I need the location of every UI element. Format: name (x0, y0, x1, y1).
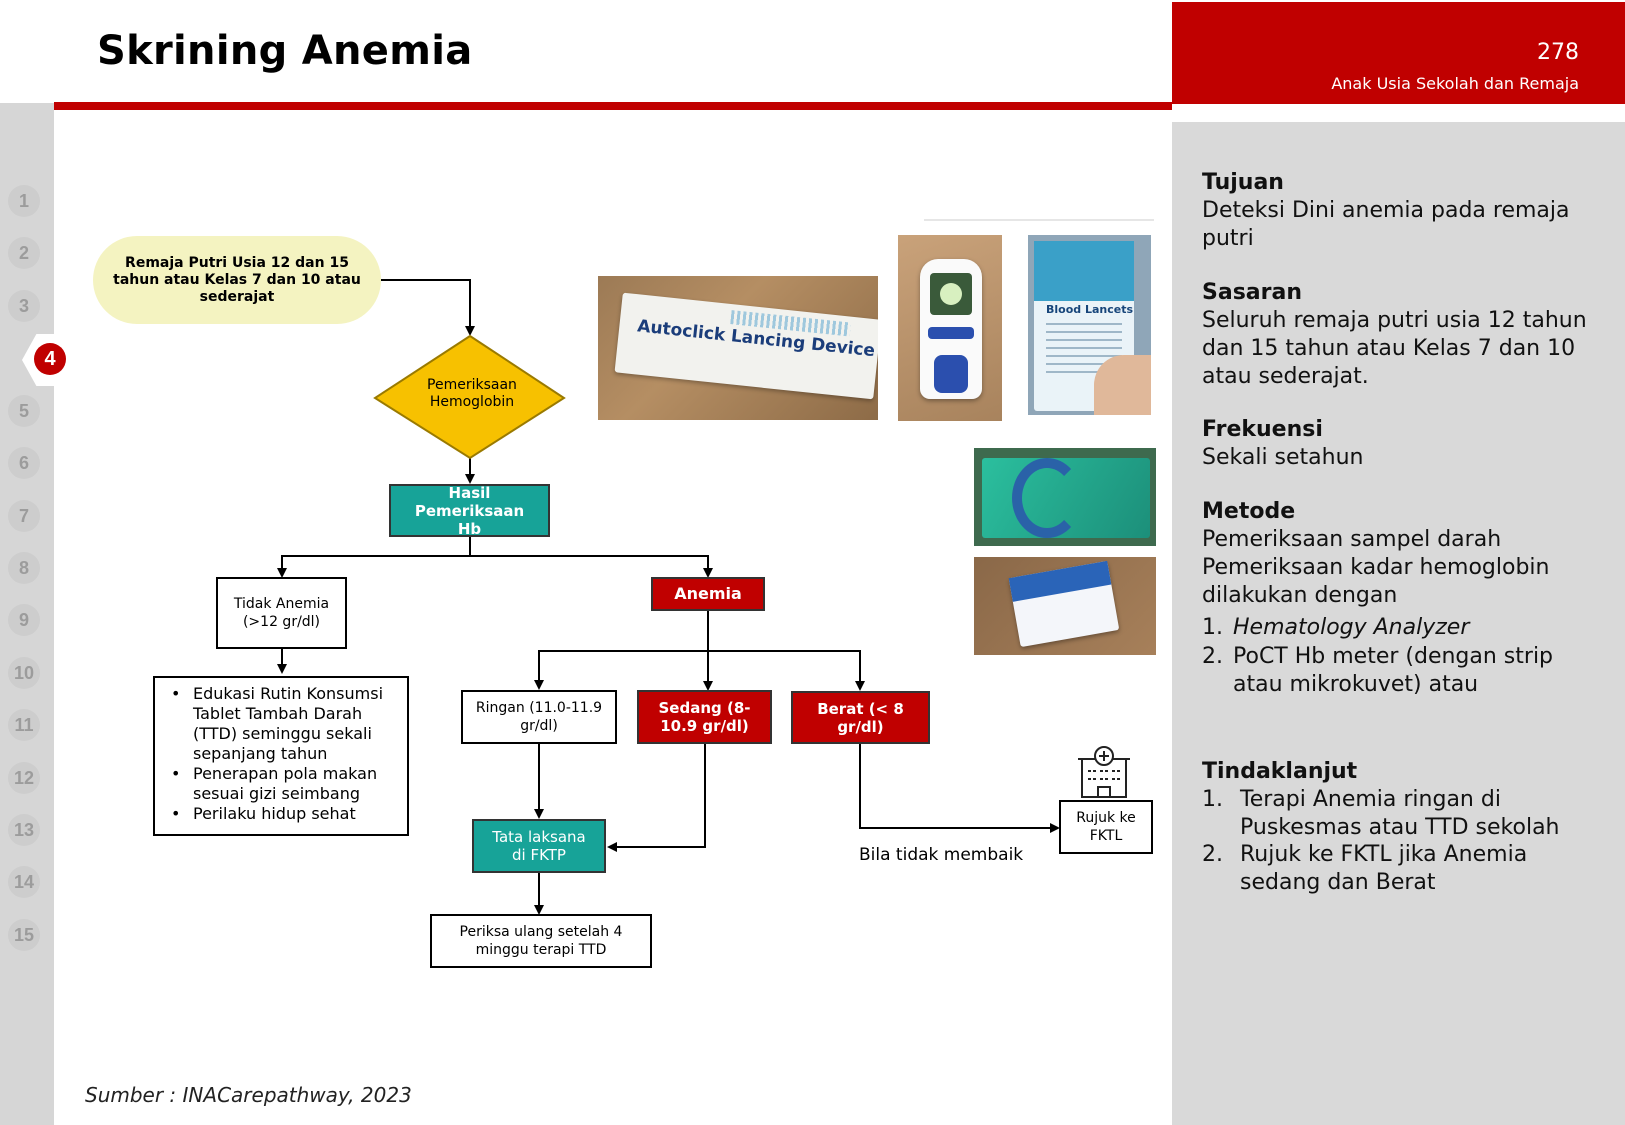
nav-item-7[interactable]: 7 (8, 500, 40, 532)
moderate-anemia-node: Sedang (8-10.9 gr/dl) (637, 690, 772, 744)
nav-item-11[interactable]: 11 (8, 709, 40, 741)
tujuan-heading: Tujuan (1202, 170, 1284, 195)
nav-item-1[interactable]: 1 (8, 185, 40, 217)
frekuensi-heading: Frekuensi (1202, 417, 1323, 442)
metode-heading: Metode (1202, 499, 1296, 524)
nav-item-8[interactable]: 8 (8, 552, 40, 584)
education-item: Penerapan pola makan sesuai gizi seimban… (169, 764, 397, 804)
education-item: Edukasi Rutin Konsumsi Tablet Tambah Dar… (169, 684, 397, 764)
result-hb-node: Hasil Pemeriksaan Hb (389, 484, 550, 538)
page-title: Skrining Anemia (97, 28, 473, 74)
tindak-item-1: Terapi Anemia ringan di Puskesmas atau T… (1240, 787, 1560, 840)
hb-meter-photo (898, 235, 1002, 421)
tindak-number-2: 2. (1202, 842, 1223, 867)
metode-text: Pemeriksaan sampel darah Pemeriksaan kad… (1202, 527, 1550, 608)
blood-lancets-photo: Blood Lancets (1028, 235, 1151, 415)
treatment-fktp-node: Tata laksana di FKTP (472, 819, 606, 873)
page-number: 278 (1537, 40, 1579, 65)
nav-item-15[interactable]: 15 (8, 919, 40, 951)
mild-anemia-node: Ringan (11.0-11.9 gr/dl) (461, 690, 617, 744)
nav-item-13[interactable]: 13 (8, 814, 40, 846)
frekuensi-text: Sekali setahun (1202, 445, 1364, 470)
header-banner: 278 Anak Usia Sekolah dan Remaja (1172, 2, 1625, 104)
education-box: Edukasi Rutin Konsumsi Tablet Tambah Dar… (153, 676, 409, 836)
no-anemia-node: Tidak Anemia (>12 gr/dl) (216, 577, 347, 649)
metode-number-1: 1. (1202, 615, 1223, 640)
metode-number-2: 2. (1202, 644, 1223, 669)
test-strip-photo (974, 448, 1156, 546)
sasaran-heading: Sasaran (1202, 280, 1302, 305)
source-citation: Sumber : INACarepathway, 2023 (85, 1083, 412, 1107)
tindak-number-1: 1. (1202, 787, 1223, 812)
if-not-better-label: Bila tidak membaik (859, 845, 1024, 865)
microcuvette-box-photo (974, 557, 1156, 655)
header-divider (54, 102, 1172, 110)
start-node-target-group: Remaja Putri Usia 12 dan 15 tahun atau K… (93, 236, 381, 324)
hospital-icon (1078, 746, 1130, 798)
nav-item-9[interactable]: 9 (8, 604, 40, 636)
nav-item-6[interactable]: 6 (8, 447, 40, 479)
decision-hemoglobin-exam: Pemeriksaan Hemoglobin (427, 377, 517, 410)
info-panel (1172, 122, 1625, 1125)
lancing-device-photo: Autoclick Lancing Device (598, 276, 878, 420)
metode-item-2: PoCT Hb meter (dengan strip atau mikroku… (1233, 644, 1554, 697)
refer-fktl-node: Rujuk ke FKTL (1059, 800, 1153, 854)
section-subtitle: Anak Usia Sekolah dan Remaja (1331, 74, 1579, 93)
recheck-node: Periksa ulang setelah 4 minggu terapi TT… (430, 914, 652, 968)
sasaran-text: Seluruh remaja putri usia 12 tahun dan 1… (1202, 308, 1587, 389)
nav-item-4-active[interactable]: 4 (34, 343, 66, 375)
nav-item-3[interactable]: 3 (8, 290, 40, 322)
education-item: Perilaku hidup sehat (169, 804, 397, 824)
tindak-item-2: Rujuk ke FKTL jika Anemia sedang dan Ber… (1240, 842, 1528, 895)
photo-divider (924, 219, 1154, 221)
nav-item-2[interactable]: 2 (8, 237, 40, 269)
nav-item-5[interactable]: 5 (8, 395, 40, 427)
tujuan-text: Deteksi Dini anemia pada remaja putri (1202, 198, 1570, 251)
flowchart-connectors (277, 279, 1060, 915)
nav-item-14[interactable]: 14 (8, 866, 40, 898)
severe-anemia-node: Berat (< 8 gr/dl) (791, 691, 930, 744)
nav-item-10[interactable]: 10 (8, 657, 40, 689)
tindaklanjut-heading: Tindaklanjut (1202, 759, 1358, 784)
blood-lancets-label: Blood Lancets (1046, 303, 1134, 316)
metode-item-1: Hematology Analyzer (1233, 615, 1470, 640)
nav-item-12[interactable]: 12 (8, 762, 40, 794)
anemia-node: Anemia (651, 577, 765, 611)
